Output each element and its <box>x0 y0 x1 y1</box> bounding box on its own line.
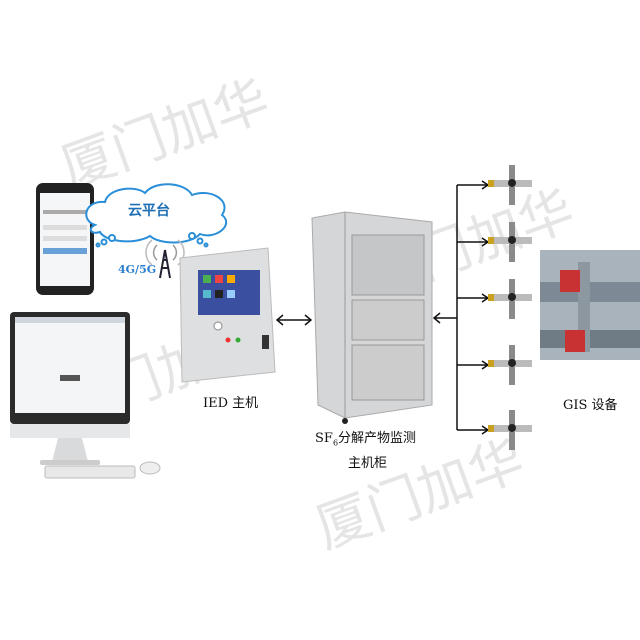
sf6-monitoring-cabinet <box>311 211 433 424</box>
ied-label: IED 主机 <box>203 396 259 411</box>
cabinet-bus-arrow <box>432 312 457 324</box>
cabinet-label-text: 分解产物监测 <box>338 431 417 446</box>
gis-equipment-photo <box>540 250 640 360</box>
gis-label: GIS 设备 <box>563 398 618 413</box>
cabinet-label-subscript: 6 <box>332 438 339 448</box>
ied-cabinet-arrow <box>275 314 313 326</box>
cabinet-label-line1: SF6分解产物监测 <box>315 427 416 448</box>
cabinet-label-prefix: SF <box>315 431 333 446</box>
cloud-platform-label: 云平台 <box>128 203 170 219</box>
ied-host-device <box>179 247 276 383</box>
smartphone <box>36 183 94 295</box>
cabinet-label-line2: 主机柜 <box>348 456 388 471</box>
gas-sensor-icons <box>488 165 532 450</box>
network-label: 4G/5G <box>118 263 157 276</box>
cloud-icon <box>85 183 228 248</box>
desktop-computer <box>10 312 161 479</box>
